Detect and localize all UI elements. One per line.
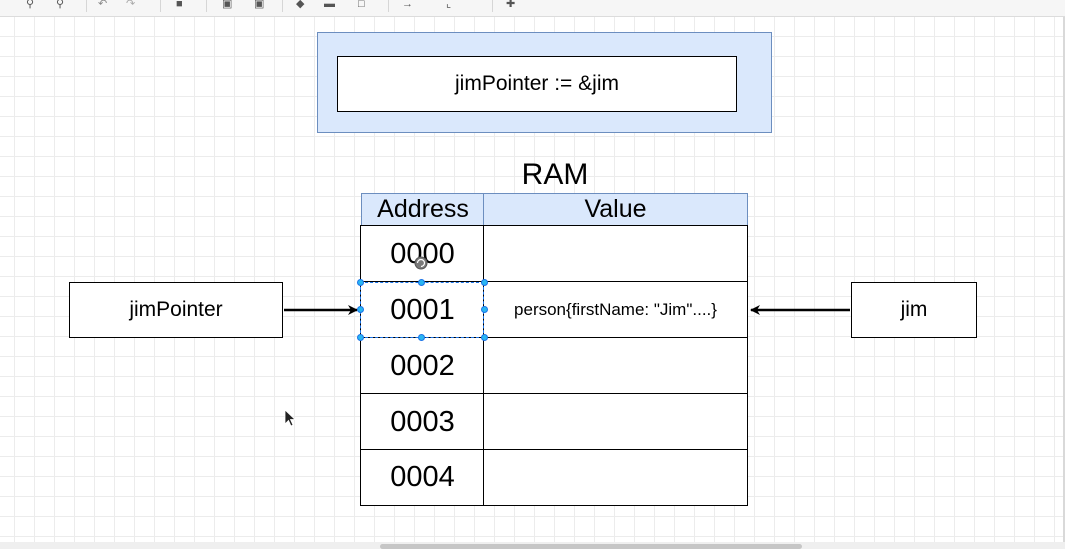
resize-handle[interactable]	[357, 334, 364, 341]
pointer-variable-label: jimPointer	[129, 298, 223, 321]
toolbar-separator	[206, 0, 207, 12]
zoom-out-icon[interactable]: ⚲	[56, 0, 65, 10]
address-cell-label: 0000	[390, 237, 455, 270]
pointer-variable-box[interactable]: jimPointer	[69, 282, 283, 338]
address-cell[interactable]: 0003	[360, 393, 485, 451]
value-cell-label: person{firstName: "Jim"....}	[514, 300, 717, 319]
value-cell[interactable]	[483, 337, 748, 395]
address-cell[interactable]: 0001	[360, 281, 485, 339]
address-header[interactable]: Address	[361, 193, 485, 226]
address-header-label: Address	[377, 195, 469, 223]
value-header-label: Value	[584, 195, 647, 223]
toolbar-separator	[492, 0, 493, 12]
value-cell[interactable]: person{firstName: "Jim"....}	[483, 281, 748, 339]
toolbar-separator	[160, 0, 161, 12]
ram-title[interactable]: RAM	[521, 158, 589, 191]
to-back-icon[interactable]: ▣	[254, 0, 265, 10]
address-cell-label: 0003	[390, 405, 455, 438]
shadow-icon[interactable]: □	[358, 0, 365, 10]
resize-handle[interactable]	[418, 334, 425, 341]
resize-handle[interactable]	[481, 334, 488, 341]
zoom-in-icon[interactable]: ⚲	[26, 0, 35, 10]
toolbar: ⚲ ⚲ ↶ ↷ ■ ▣ ▣ ◆ ▬ □ → ⌞ ✚	[0, 0, 1065, 17]
fill-color-icon[interactable]: ◆	[296, 0, 305, 10]
undo-icon[interactable]: ↶	[98, 0, 108, 10]
resize-handle[interactable]	[357, 306, 364, 313]
address-cell-label: 0002	[390, 349, 455, 382]
delete-icon[interactable]: ■	[176, 0, 183, 10]
value-variable-box[interactable]: jim	[851, 282, 977, 338]
value-cell[interactable]	[483, 449, 748, 506]
address-cell-label: 0001	[390, 293, 455, 326]
insert-icon[interactable]: ✚	[506, 0, 516, 10]
value-variable-label: jim	[900, 298, 928, 321]
address-cell-label: 0004	[390, 461, 455, 493]
toolbar-separator	[388, 0, 389, 12]
waypoints-icon[interactable]: ⌞	[446, 0, 452, 10]
resize-handle[interactable]	[357, 279, 364, 286]
line-color-icon[interactable]: ▬	[324, 0, 335, 10]
resize-handle[interactable]	[418, 279, 425, 286]
toolbar-separator	[282, 0, 283, 12]
vertical-scrollbar-track[interactable]	[1063, 17, 1065, 542]
value-cell[interactable]	[483, 225, 748, 283]
code-statement[interactable]: jimPointer := &jim	[337, 56, 737, 112]
address-cell[interactable]: 0004	[360, 449, 485, 506]
toolbar-separator	[86, 0, 87, 12]
resize-handle[interactable]	[481, 279, 488, 286]
code-statement-text: jimPointer := &jim	[455, 72, 619, 95]
horizontal-scrollbar-thumb[interactable]	[380, 544, 802, 549]
value-cell[interactable]	[483, 393, 748, 451]
resize-handle[interactable]	[481, 306, 488, 313]
address-cell[interactable]: 0000	[360, 225, 485, 283]
to-front-icon[interactable]: ▣	[222, 0, 233, 10]
value-header[interactable]: Value	[483, 193, 748, 226]
address-cell[interactable]: 0002	[360, 337, 485, 395]
connection-icon[interactable]: →	[402, 0, 413, 10]
redo-icon[interactable]: ↷	[126, 0, 136, 10]
